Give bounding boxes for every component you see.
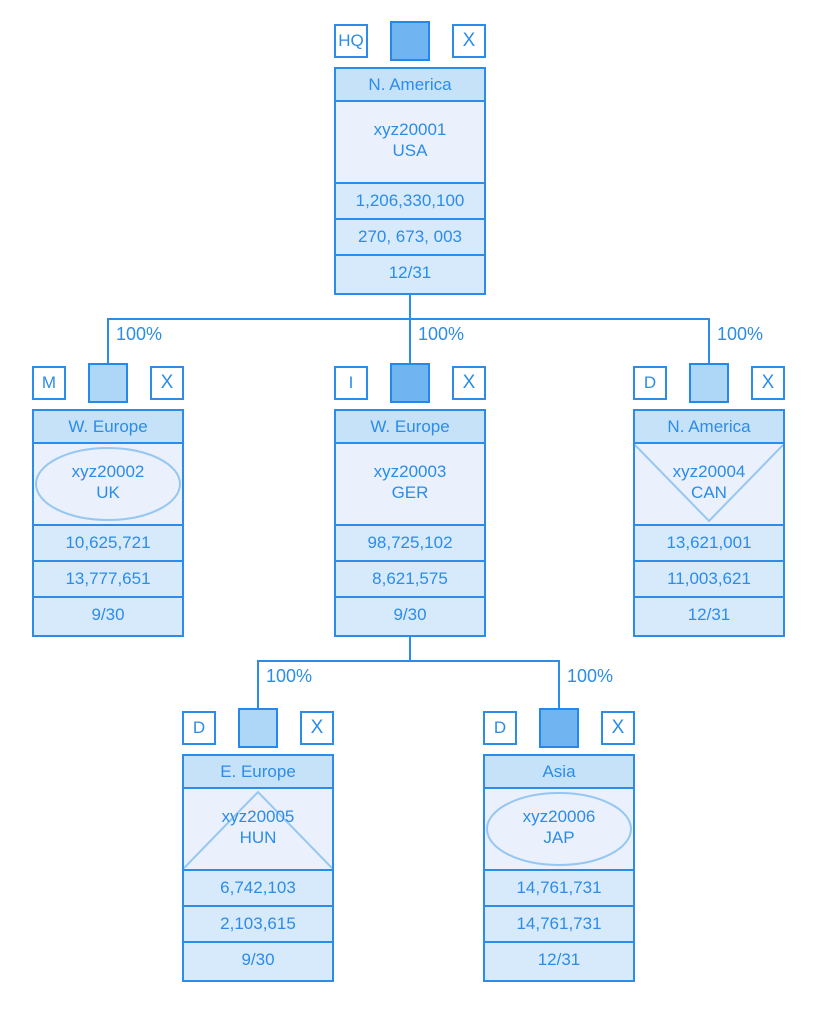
unit-square-icon[interactable] [539,708,579,748]
org-node-xyz20001[interactable]: HQ X N. America xyz20001 USA 1,206,330,1… [334,21,486,295]
company-code: xyz20003 [373,462,447,481]
company-code: xyz20001 [373,120,447,139]
connector-line [409,318,411,365]
close-button[interactable]: X [300,711,334,745]
value-row-1: 1,206,330,100 [336,184,484,220]
region-label: Asia [485,756,633,789]
company-code: xyz20006 [522,807,596,826]
unit-square-icon[interactable] [390,21,430,61]
node-type-badge[interactable]: D [633,366,667,400]
edge-label: 100% [418,324,465,344]
date-row: 12/31 [635,598,783,635]
org-node-xyz20006[interactable]: D X Asia xyz20006 JAP 14,761,731 14,761,… [483,708,635,982]
date-row: 12/31 [336,256,484,293]
connector-line [409,294,411,320]
unit-square-icon[interactable] [689,363,729,403]
region-label: E. Europe [184,756,332,789]
country-code: CAN [691,483,727,502]
close-button[interactable]: X [452,24,486,58]
value-row-2: 8,621,575 [336,562,484,598]
country-code: JAP [543,828,575,847]
node-body: xyz20003 GER [336,444,484,526]
company-code: xyz20002 [71,462,145,481]
node-body: xyz20005 HUN [184,789,332,871]
date-row: 9/30 [34,598,182,635]
value-row-1: 14,761,731 [485,871,633,907]
value-row-1: 13,621,001 [635,526,783,562]
date-row: 9/30 [336,598,484,635]
value-row-1: 98,725,102 [336,526,484,562]
connector-line [257,660,560,662]
unit-square-icon[interactable] [390,363,430,403]
triangle-down-shape-icon [635,444,783,523]
node-type-badge[interactable]: D [182,711,216,745]
node-box[interactable]: N. America xyz20001 USA 1,206,330,100 27… [334,67,486,295]
region-label: W. Europe [34,411,182,444]
close-button[interactable]: X [150,366,184,400]
connector-line [708,318,710,365]
country-code: HUN [239,828,277,847]
value-row-2: 11,003,621 [635,562,783,598]
country-code: USA [392,141,428,160]
country-code: GER [391,483,429,502]
connector-line [107,318,109,365]
org-node-xyz20004[interactable]: D X N. America xyz20004 CAN 13,621,001 1… [633,363,785,637]
node-type-badge[interactable]: D [483,711,517,745]
unit-square-icon[interactable] [238,708,278,748]
date-row: 12/31 [485,943,633,980]
node-box[interactable]: N. America xyz20004 CAN 13,621,001 11,00… [633,409,785,637]
connector-line [107,318,710,320]
edge-label: 100% [567,666,614,686]
node-body: xyz20006 JAP [485,789,633,871]
connector-line [409,637,411,662]
edge-label: 100% [717,324,764,344]
org-node-xyz20003[interactable]: I X W. Europe xyz20003 GER 98,725,102 8,… [334,363,486,637]
node-type-badge[interactable]: HQ [334,24,368,58]
ellipse-shape-icon [35,447,181,521]
date-row: 9/30 [184,943,332,980]
region-label: N. America [635,411,783,444]
ellipse-shape-icon [486,792,632,866]
node-type-badge[interactable]: I [334,366,368,400]
value-row-2: 13,777,651 [34,562,182,598]
node-box[interactable]: Asia xyz20006 JAP 14,761,731 14,761,731 … [483,754,635,982]
node-box[interactable]: W. Europe xyz20002 UK 10,625,721 13,777,… [32,409,184,637]
value-row-2: 2,103,615 [184,907,332,943]
value-row-1: 10,625,721 [34,526,182,562]
value-row-1: 6,742,103 [184,871,332,907]
country-code: UK [96,483,120,502]
region-label: W. Europe [336,411,484,444]
node-type-badge[interactable]: M [32,366,66,400]
close-button[interactable]: X [751,366,785,400]
connector-line [257,660,259,709]
close-button[interactable]: X [452,366,486,400]
region-label: N. America [336,69,484,102]
node-body: xyz20001 USA [336,102,484,184]
node-box[interactable]: W. Europe xyz20003 GER 98,725,102 8,621,… [334,409,486,637]
edge-label: 100% [266,666,313,686]
node-body: xyz20002 UK [34,444,182,526]
org-node-xyz20002[interactable]: M X W. Europe xyz20002 UK 10,625,721 13,… [32,363,184,637]
triangle-up-shape-icon [184,790,332,869]
unit-square-icon[interactable] [88,363,128,403]
org-node-xyz20005[interactable]: D X E. Europe xyz20005 HUN 6,742,103 2,1… [182,708,334,982]
company-code: xyz20005 [221,807,295,826]
connector-line [558,660,560,709]
node-box[interactable]: E. Europe xyz20005 HUN 6,742,103 2,103,6… [182,754,334,982]
close-button[interactable]: X [601,711,635,745]
value-row-2: 14,761,731 [485,907,633,943]
node-body: xyz20004 CAN [635,444,783,526]
value-row-2: 270, 673, 003 [336,220,484,256]
edge-label: 100% [116,324,163,344]
company-code: xyz20004 [672,462,746,481]
